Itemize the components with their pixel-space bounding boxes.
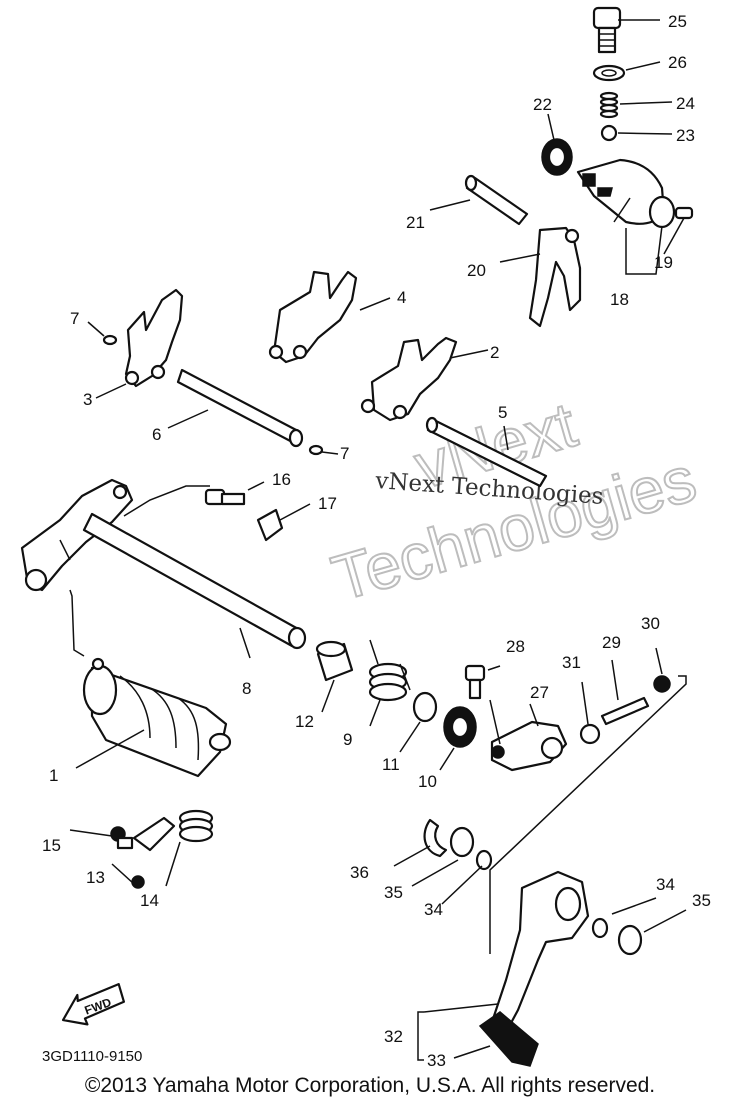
drawing-code: 3GD1110-9150 [42,1048,142,1065]
callout-35b: 35 [692,891,711,910]
callout-27: 27 [530,683,549,702]
callout-36: 36 [350,863,369,882]
part-27-joint [490,720,568,772]
callout-11: 11 [382,755,400,774]
part-10-oil-seal [443,706,477,748]
part-9-spring [368,639,411,702]
callout-29: 29 [602,633,621,652]
copyright-notice: ©2013 Yamaha Motor Corporation, U.S.A. A… [84,1074,656,1097]
callout-20: 20 [467,261,486,280]
part-14-spring [178,809,214,843]
part-5-guide-bar [425,416,548,488]
part-34-oring-a [475,849,493,871]
part-2-shift-fork [360,336,458,422]
callout-25: 25 [668,12,687,31]
part-11-washer [412,691,438,723]
part-20-shift-fork [528,226,582,328]
callout-6: 6 [152,425,161,444]
callout-24: 24 [676,94,695,113]
part-13-stopper-lever [131,816,176,889]
part-25-bolt [592,6,622,54]
part-22-bearing [541,138,573,176]
callout-34b: 34 [656,875,675,894]
callout-16: 16 [272,470,291,489]
callout-15: 15 [42,836,61,855]
part-15-screw [110,826,134,850]
part-28-bolt [464,664,486,700]
part-35-washer-a [449,826,475,858]
part-16-bolt [204,488,246,506]
part-30-nut [653,675,671,693]
callout-12: 12 [295,712,314,731]
callout-18: 18 [610,290,629,309]
callout-1: 1 [49,766,58,785]
part-6-guide-bar [176,368,304,448]
callout-35a: 35 [384,883,403,902]
part-8-shift-shaft [20,478,307,650]
callout-5: 5 [498,403,507,422]
callout-4: 4 [397,288,406,307]
fwd-arrow-icon: FWD [61,982,126,1026]
part-23-ball [600,124,618,142]
part-12-collar [315,640,354,682]
part-33-pedal-rubber [478,1011,539,1067]
callout-28: 28 [506,637,525,656]
callout-3: 3 [83,390,92,409]
callout-14: 14 [140,891,159,910]
callout-13: 13 [86,868,105,887]
part-7-circlip-b [308,444,324,456]
callout-8: 8 [242,679,251,698]
callout-34a: 34 [424,900,443,919]
part-21-shaft [464,174,529,226]
callout-19: 19 [654,253,673,272]
callout-23: 23 [676,126,695,145]
part-26-washer [592,64,626,82]
callout-21: 21 [406,213,425,232]
callout-10: 10 [418,772,437,791]
part-34-oring-b [591,917,609,939]
callout-7b: 7 [340,444,349,463]
callout-7a: 7 [70,309,79,328]
callout-31: 31 [562,653,581,672]
part-31-nut [579,723,601,745]
part-24-spring [599,91,619,119]
part-4-shift-fork [268,270,358,364]
part-7-circlip-a [102,334,118,346]
callout-26: 26 [668,53,687,72]
part-36-circlip [423,818,448,858]
callout-17: 17 [318,494,337,513]
callout-2: 2 [490,343,499,362]
part-1-shift-drum [82,657,232,778]
leader-lines [69,19,687,1061]
callout-labels: 1 2 3 4 5 6 7 7 8 9 10 11 12 13 14 15 16… [42,12,711,1070]
part-3-shift-fork [124,288,184,388]
callout-32: 32 [384,1027,403,1046]
part-35-washer-b [617,924,643,956]
callout-9: 9 [343,730,352,749]
part-17-plate [256,508,284,542]
callout-33: 33 [427,1051,446,1070]
part-18-segment [576,158,676,229]
part-32-shift-pedal [488,870,590,1038]
part-29-shift-rod [600,696,650,726]
callout-30: 30 [641,614,660,633]
part-19-pin [674,206,694,220]
callout-22: 22 [533,95,552,114]
